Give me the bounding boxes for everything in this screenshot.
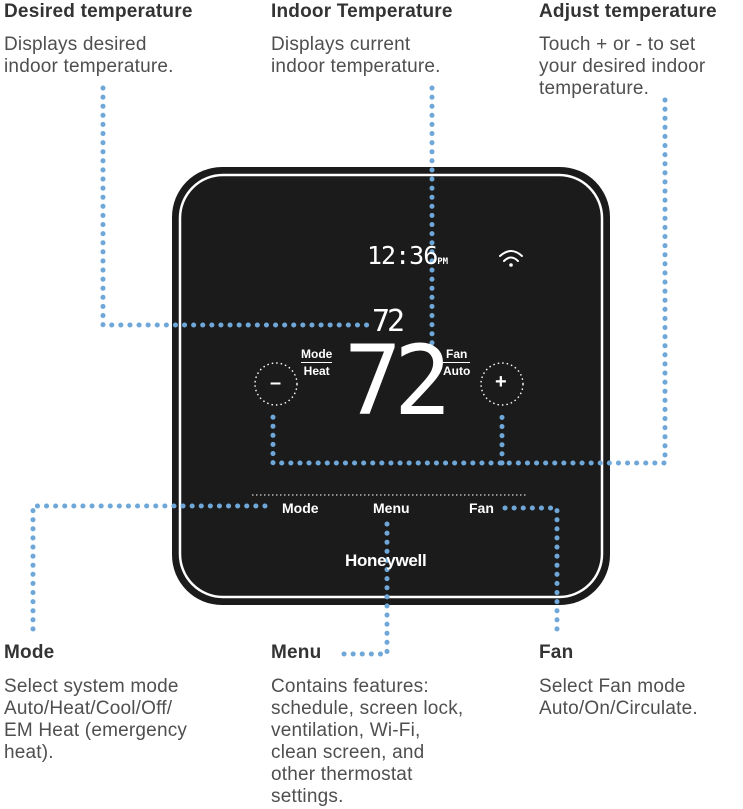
desired-setpoint: 72 [372, 304, 405, 339]
thermostat-bezel [178, 173, 604, 599]
menu-button[interactable]: Menu [373, 500, 410, 516]
desired-temperature-title: Desired temperature [4, 1, 193, 22]
adjust-temperature-desc: Touch + or - to set your desired indoor … [539, 34, 706, 99]
mode-title: Mode [4, 642, 55, 663]
menu-desc: Contains features: schedule, screen lock… [271, 676, 464, 807]
clock-time: 12:36 [367, 241, 438, 270]
plus-symbol: + [495, 371, 507, 393]
fan-button[interactable]: Fan [469, 500, 494, 516]
indoor-temperature-desc: Displays current indoor temperature. [271, 34, 441, 77]
indoor-temperature-value: 72 [344, 325, 452, 437]
desired-temperature-connector [100, 85, 371, 328]
menu-connector [337, 521, 390, 657]
fan-indicator-value: Auto [443, 364, 471, 378]
fan-indicator-label: Fan [443, 347, 471, 363]
minus-symbol: – [270, 372, 282, 394]
brand-logo: Honeywell [345, 551, 427, 570]
mode-indicator-label: Mode [301, 347, 333, 363]
indoor-temperature-title: Indoor Temperature [271, 1, 453, 22]
fan-indicator: Fan Auto [443, 347, 471, 378]
fan-connector [502, 505, 560, 635]
mode-connector [30, 503, 268, 635]
fan-title: Fan [539, 642, 574, 663]
clock-suffix: PM [437, 257, 449, 267]
mode-indicator-value: Heat [303, 364, 330, 378]
decrease-button[interactable] [254, 362, 298, 406]
clock-display: 12:36PM [367, 241, 448, 270]
menu-title: Menu [271, 642, 322, 663]
fan-desc: Select Fan mode Auto/On/Circulate. [539, 676, 698, 719]
callout-connectors [30, 85, 668, 657]
mode-button[interactable]: Mode [282, 500, 319, 516]
mode-desc: Select system mode Auto/Heat/Cool/Off/ E… [4, 676, 188, 763]
increase-button[interactable] [480, 362, 524, 406]
desired-temperature-desc: Displays desired indoor temperature. [4, 34, 174, 77]
wifi-icon [499, 250, 523, 267]
adjust-temperature-title: Adjust temperature [539, 1, 717, 22]
mode-indicator: Mode Heat [301, 347, 333, 378]
adjust-temperature-connector [270, 97, 668, 466]
